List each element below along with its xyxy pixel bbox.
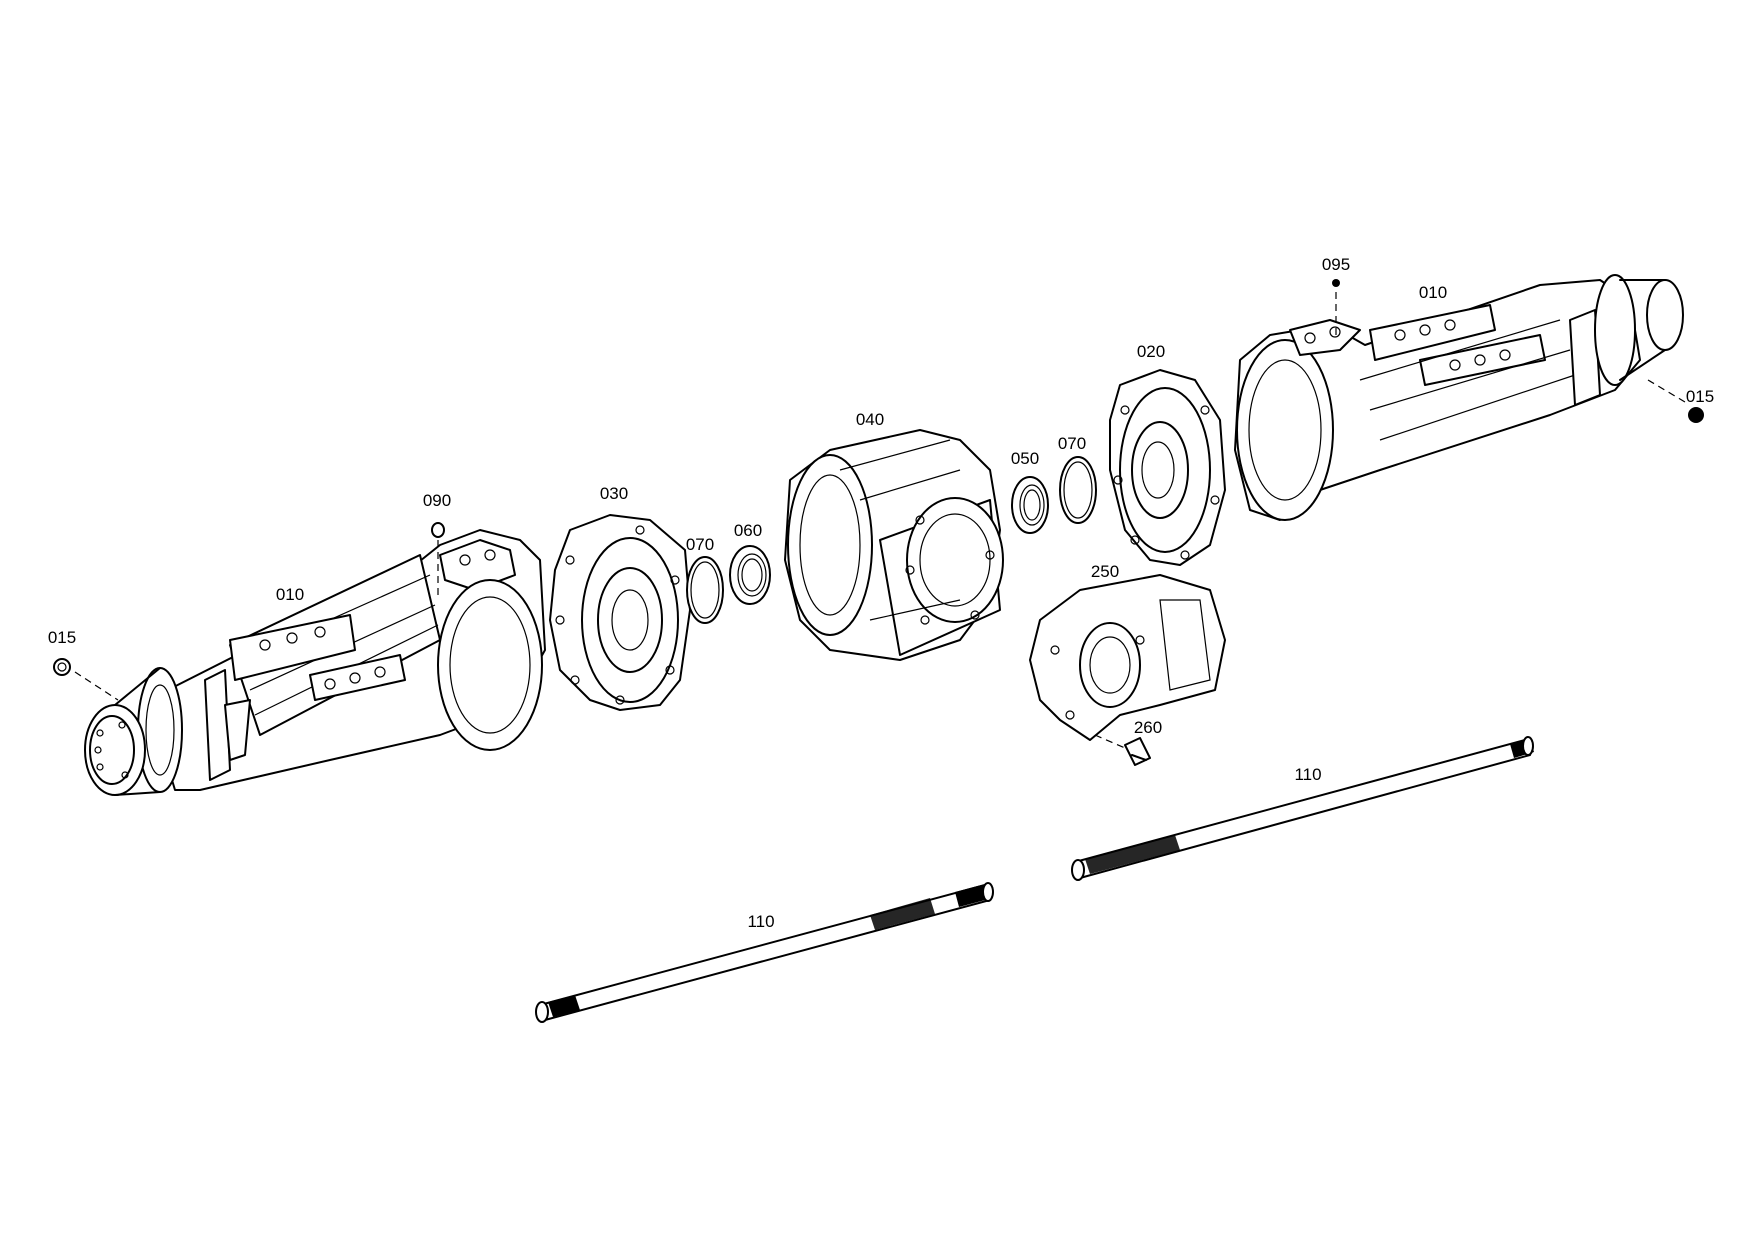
o-ring-070-left — [686, 556, 724, 624]
label-040: 040 — [856, 410, 884, 429]
axle-housing-right — [1234, 274, 1686, 521]
shaft-110-left — [535, 882, 994, 1023]
seal-050 — [1011, 476, 1049, 534]
label-010-left: 010 — [276, 585, 304, 604]
label-015-right: 015 — [1686, 387, 1714, 406]
shaft-110-right — [1071, 736, 1534, 881]
label-070-left: 070 — [686, 535, 714, 554]
plug-015-right — [1688, 407, 1704, 423]
o-ring-070-right — [1059, 456, 1097, 524]
label-110-left: 110 — [747, 912, 774, 931]
label-060: 060 — [734, 521, 762, 540]
label-095: 095 — [1322, 255, 1350, 274]
bracket-250 — [1029, 574, 1226, 741]
label-260: 260 — [1134, 718, 1162, 737]
plug-090 — [431, 522, 445, 600]
cover-plate-030 — [549, 514, 691, 711]
cover-020 — [1109, 369, 1226, 566]
label-020: 020 — [1137, 342, 1165, 361]
label-030: 030 — [600, 484, 628, 503]
label-070-right: 070 — [1058, 434, 1086, 453]
label-110-right: 110 — [1294, 765, 1321, 784]
center-housing-040 — [784, 429, 1004, 661]
label-015-left: 015 — [48, 628, 76, 647]
plug-095 — [1332, 279, 1340, 340]
seal-060 — [729, 545, 771, 605]
label-050: 050 — [1011, 449, 1039, 468]
plug-015-left — [53, 658, 71, 676]
label-090: 090 — [423, 491, 451, 510]
label-250: 250 — [1091, 562, 1119, 581]
bolt-260 — [1094, 734, 1151, 766]
label-010-right: 010 — [1419, 283, 1447, 302]
axle-housing-left — [74, 529, 546, 796]
